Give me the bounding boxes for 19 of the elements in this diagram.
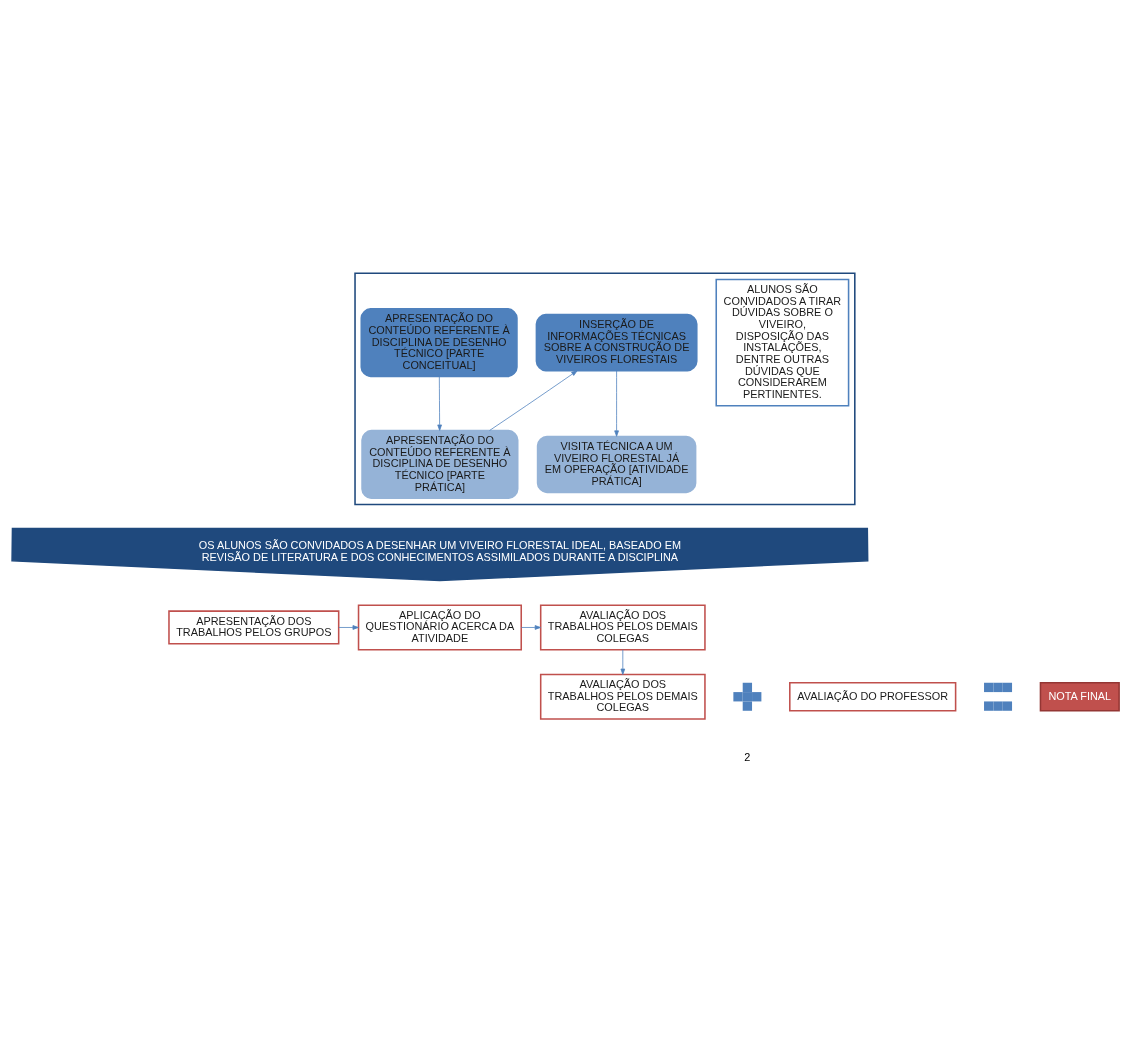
arrow bbox=[489, 370, 578, 431]
arrow bbox=[620, 649, 626, 675]
arrow bbox=[614, 370, 619, 437]
node-box: APLICAÇÃO DO QUESTIONÁRIO ACERCA DA ATIVIDADE bbox=[357, 604, 522, 651]
node-box: VISITA TÉCNICA A UM VIVEIRO FLORESTAL JÁ EM OPERAÇÃO [ATIVIDADE PRÁTICA] bbox=[536, 435, 697, 494]
node-box: APRESENTAÇÃO DOS TRABALHOS PELOS GRUPOS bbox=[168, 610, 340, 645]
node-box: APRESENTAÇÃO DO CONTEÚDO REFERENTE À DISCIPLINA DE DESENHO TÉCNICO [PARTE PRÁTICA] bbox=[361, 429, 519, 500]
cluster bbox=[354, 272, 856, 506]
node-box: AVALIAÇÃO DOS TRABALHOS PELOS DEMAIS COLEGAS bbox=[539, 604, 706, 651]
arrow bbox=[520, 625, 541, 630]
node-box: INSERÇÃO DE INFORMAÇÕES TÉCNICAS SOBRE A CONSTRUÇÃO DE VIVEIROS FLORESTAIS bbox=[535, 313, 698, 372]
arrow bbox=[338, 625, 359, 630]
node-box: AVALIAÇÃO DOS TRABALHOS PELOS DEMAIS COLEGAS bbox=[539, 673, 706, 720]
arrow bbox=[437, 376, 442, 431]
node-box: APRESENTAÇÃO DO CONTEÚDO REFERENTE À DISCIPLINA DE DESENHO TÉCNICO [PARTE CONCEITUAL] bbox=[360, 308, 518, 378]
node-box: AVALIAÇÃO DO PROFESSOR bbox=[789, 681, 957, 712]
label: 2 bbox=[744, 750, 751, 763]
node-box: NOTA FINAL bbox=[1039, 681, 1120, 712]
node-box: ALUNOS SÃO CONVIDADOS A TIRAR DÚVIDAS SOBRE O VIVEIRO, DISPOSIÇÃO DAS INSTALAÇÕES, DENTRE OUTRAS DÚVIDAS QUE CONSIDERAREM PERTINENTES. bbox=[715, 278, 850, 407]
